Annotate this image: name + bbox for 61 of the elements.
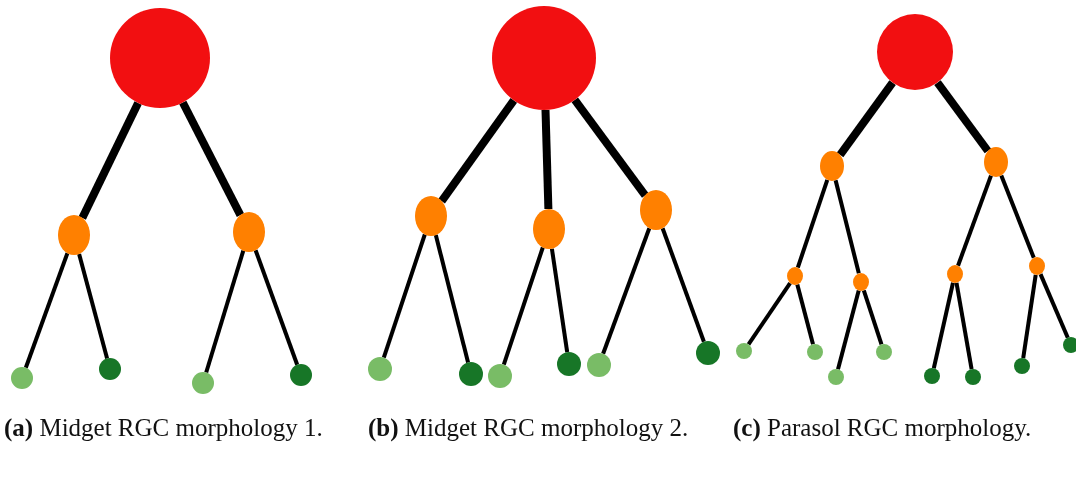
branch-line [795,179,830,269]
branch-node-circle [415,196,447,236]
branch-line [934,80,992,154]
branch-line [501,246,545,366]
terminal-circle [965,369,981,385]
branch-node-circle [947,265,963,283]
terminal-circle [736,343,752,359]
branch-line [836,80,896,158]
terminal-circle [368,357,392,381]
branch-line [660,227,706,343]
branch-line [541,109,553,210]
terminal-circle [876,344,892,360]
terminal-circle [807,344,823,360]
terminal-circle [1014,358,1030,374]
branch-line [179,100,244,217]
branch-node-circle [820,151,844,181]
branch-line [1038,273,1070,339]
terminal-circle [192,372,214,394]
branch-line [77,253,110,359]
branch-node-circle [853,273,869,291]
branch-line [601,227,652,355]
branch-line [78,101,142,220]
terminal-circle [99,358,121,380]
branch-line [438,97,518,204]
branch-line [931,282,955,369]
branch-line [1021,274,1038,359]
branch-node-circle [1029,257,1045,275]
branch-line [571,97,649,198]
branch-line [956,174,993,267]
branch-node-circle [58,215,90,255]
terminal-circle [924,368,940,384]
terminal-circle [290,364,312,386]
terminal-circle [587,353,611,377]
branch-line [861,289,884,346]
subfigure-caption: (b) Midget RGC morphology 2. [368,413,690,444]
branch-line [833,179,861,274]
branch-node-circle [787,267,803,285]
branch-node-circle [533,209,565,249]
terminal-circle [11,367,33,389]
branch-line [23,252,70,369]
terminal-circle [488,364,512,388]
branch-line [999,174,1036,259]
terminal-circle [696,341,720,365]
subfigure-caption: (a) Midget RGC morphology 1. [4,413,324,444]
branch-line [433,234,471,363]
branch-line [253,249,300,366]
subfigure-caption: (c) Parasol RGC morphology. [733,413,1033,444]
branch-line [746,281,792,346]
branch-node-circle [233,212,265,252]
terminal-circle [828,369,844,385]
branch-line [381,233,427,359]
branch-line [204,250,246,374]
terminal-circle [459,362,483,386]
terminal-circle [1063,337,1076,353]
branch-line [836,290,861,370]
branch-line [954,282,974,370]
branch-line [795,284,815,345]
branch-node-circle [640,190,672,230]
branch-line [549,248,570,353]
branch-node-circle [984,147,1008,177]
terminal-circle [557,352,581,376]
